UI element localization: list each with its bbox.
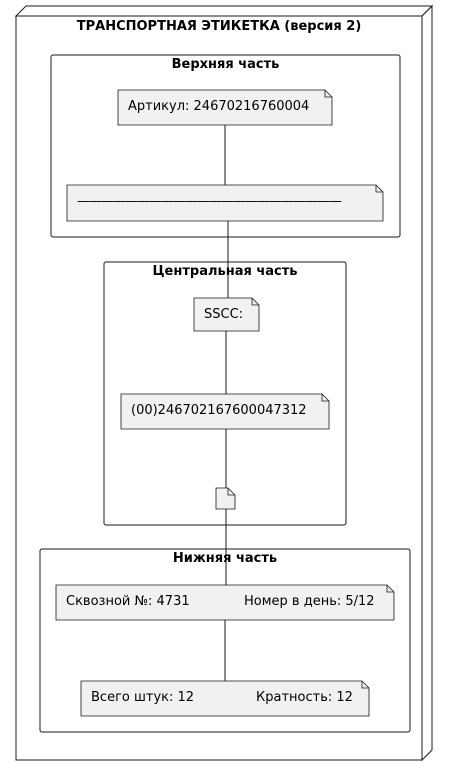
center-section-frame [103,261,347,526]
center-section-title: Центральная часть [152,264,298,279]
multiplicity-text: Кратность: 12 [256,690,353,705]
note-empty [215,487,236,510]
note-line [66,184,384,222]
article-text: Артикул: 24670216760004 [128,99,310,114]
top-section-title: Верхняя часть [171,57,280,72]
bottom-section-title: Нижняя часть [172,551,278,566]
total-pieces-text: Всего штук: 12 [91,690,195,705]
serial-number-text: Сквозной №: 4731 [66,594,190,609]
note-article [117,89,333,126]
separator-line-text: —————————————————————— [77,194,342,209]
daily-number-text: Номер в день: 5/12 [244,594,375,609]
sscc-value-text: (00)246702167600047312 [131,403,307,418]
note-sscc-label [193,297,260,332]
note-total-multiple [80,680,370,717]
node-title: ТРАНСПОРТНАЯ ЭТИКЕТКА (версия 2) [76,19,362,34]
connector-lines [224,125,229,681]
note-serial-daily [55,584,395,621]
sscc-label-text: SSCC: [204,307,244,322]
note-sscc-value [120,393,330,430]
